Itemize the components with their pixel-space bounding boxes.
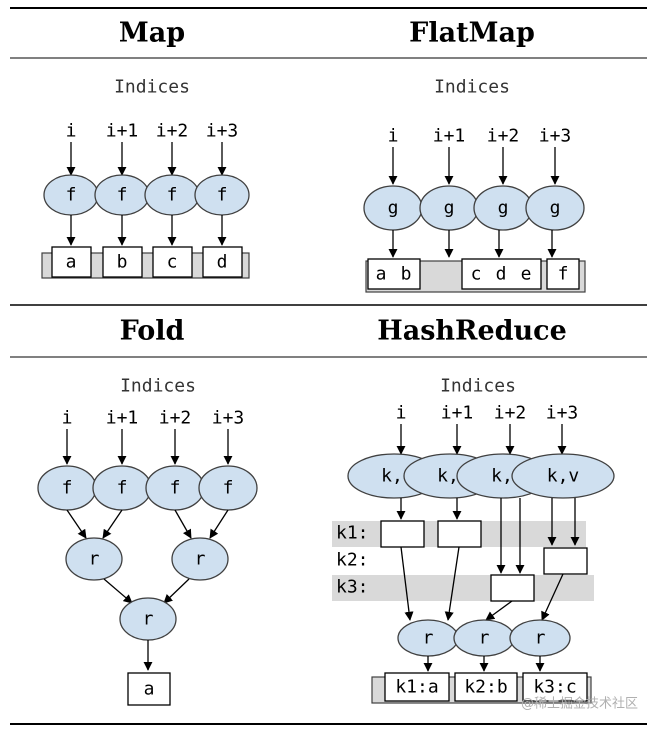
indices-label: Indices: [114, 77, 190, 98]
bucket-box: [380, 520, 425, 548]
fold-reduce-node: [65, 537, 123, 581]
index-label: i+2: [156, 121, 189, 142]
index-label: i+1: [106, 121, 139, 142]
index-label: i: [66, 121, 77, 142]
header-map: Map: [119, 18, 185, 49]
watermark: @稀土掘金技术社区: [521, 696, 638, 712]
hashreduce-diagram: Indices i i+1 i+2 i+3 k1: k2: k3: k, k, …: [332, 376, 615, 704]
arrow: [102, 509, 123, 539]
output-box: [202, 246, 243, 278]
node-label: k,: [437, 466, 459, 487]
output-label: b: [401, 264, 412, 285]
arrow: [400, 546, 414, 621]
key-label: k2:: [336, 550, 369, 571]
node-label: r: [89, 549, 100, 570]
index-label: i+1: [106, 408, 139, 429]
output-label: a: [376, 264, 387, 285]
arrow: [485, 600, 513, 621]
bucket-box: [490, 574, 535, 602]
node-label: r: [479, 628, 490, 649]
output-box: [461, 258, 542, 290]
node-label: g: [550, 198, 561, 219]
node-label: f: [62, 478, 73, 499]
fold-diagram: Indices i i+1 i+2 i+3 f f f f r r r a: [37, 376, 258, 706]
index-label: i+1: [433, 126, 466, 147]
header-hashreduce: HashReduce: [377, 316, 567, 347]
node-label: k,: [491, 466, 513, 487]
output-label: b: [117, 252, 128, 273]
output-label: k3:c: [533, 677, 576, 698]
bucket-box: [437, 520, 482, 548]
header-flatmap: FlatMap: [409, 18, 535, 49]
arrow: [541, 573, 564, 621]
output-box: [546, 258, 580, 290]
node-label: f: [217, 185, 228, 206]
output-box: [384, 672, 450, 702]
index-label: i+2: [487, 126, 520, 147]
node-label: r: [195, 549, 206, 570]
output-label: k2:b: [464, 677, 507, 698]
output-label: f: [558, 264, 569, 285]
index-label: i: [62, 408, 73, 429]
node-label: f: [223, 478, 234, 499]
output-label: c: [167, 252, 178, 273]
node-label: f: [170, 478, 181, 499]
node-label: r: [535, 628, 546, 649]
index-label: i+3: [212, 408, 245, 429]
output-box: [51, 246, 92, 278]
index-label: i+3: [206, 121, 239, 142]
arrow: [66, 509, 87, 539]
output-label: k1:a: [395, 677, 438, 698]
arrow: [103, 578, 133, 604]
flatmap-diagram: Indices i i+1 i+2 i+3 g g g g a b c d e …: [363, 77, 586, 293]
node-label: r: [143, 609, 154, 630]
output-label: c: [471, 264, 482, 285]
index-label: i: [396, 403, 407, 424]
node-label: k,v: [547, 466, 580, 487]
arrow: [163, 578, 190, 604]
index-label: i+1: [441, 403, 474, 424]
output-box: [454, 672, 518, 702]
arrow: [174, 509, 192, 539]
node-label: g: [388, 198, 399, 219]
node-label: r: [423, 628, 434, 649]
output-label: a: [144, 679, 155, 700]
flatmap-function-node: [525, 185, 585, 231]
index-label: i+3: [546, 403, 579, 424]
node-label: g: [498, 198, 509, 219]
bucket-box: [543, 547, 588, 575]
index-label: i+2: [494, 403, 527, 424]
node-label: f: [117, 185, 128, 206]
arrow: [444, 546, 460, 621]
indices-label: Indices: [120, 376, 196, 397]
fold-reduce-node: [171, 537, 229, 581]
arrow: [209, 509, 229, 539]
fold-result-box: [127, 672, 171, 706]
kv-node: [511, 453, 615, 499]
indices-label: Indices: [440, 376, 516, 397]
map-diagram: Indices i i+1 i+2 i+3 f f f f a b c d: [41, 77, 250, 279]
key-label: k1:: [336, 523, 369, 544]
output-label: d: [217, 252, 228, 273]
output-label: d: [496, 264, 507, 285]
indices-label: Indices: [434, 77, 510, 98]
index-label: i: [388, 126, 399, 147]
index-label: i+3: [539, 126, 572, 147]
node-label: f: [66, 185, 77, 206]
output-label: e: [521, 264, 532, 285]
node-label: k,: [381, 466, 403, 487]
header-fold: Fold: [120, 316, 185, 347]
node-label: f: [167, 185, 178, 206]
key-label: k3:: [336, 577, 369, 598]
node-label: f: [117, 478, 128, 499]
output-box: [522, 672, 588, 702]
index-label: i+2: [159, 408, 192, 429]
output-box: [152, 246, 193, 278]
key-band-k3: [332, 575, 594, 601]
output-box: [102, 246, 143, 278]
node-label: g: [444, 198, 455, 219]
output-label: a: [66, 252, 77, 273]
output-box: [367, 258, 421, 290]
